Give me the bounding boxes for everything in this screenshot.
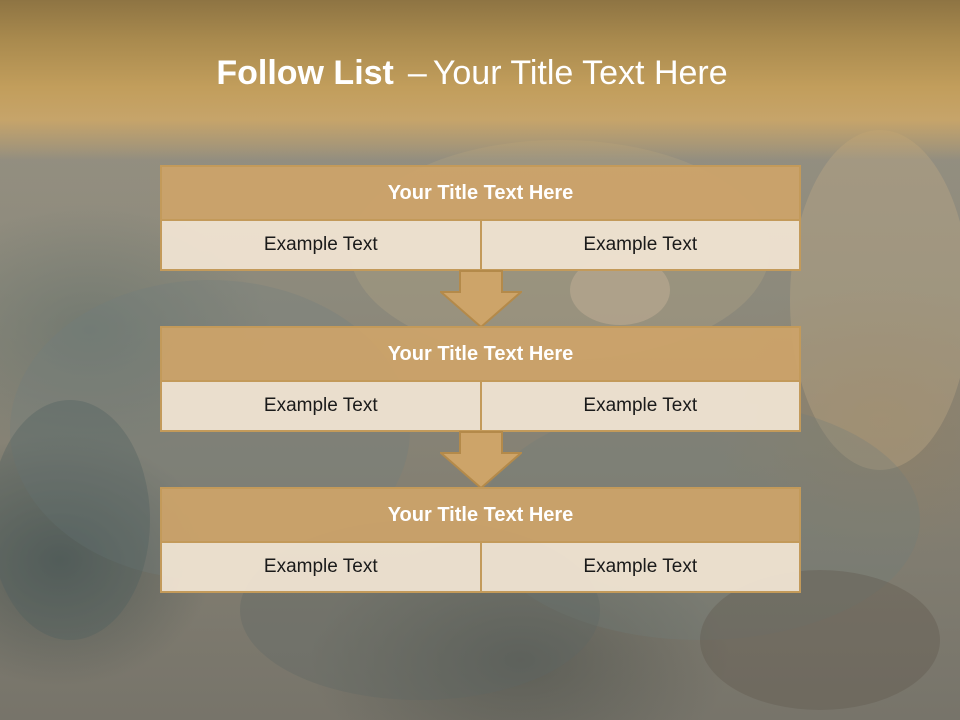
block-cell-left[interactable]: Example Text bbox=[263, 556, 378, 577]
follow-block-2: Your Title Text Here Example Text Exampl… bbox=[160, 326, 801, 432]
block-header[interactable]: Your Title Text Here bbox=[160, 165, 801, 221]
title-separator: – bbox=[407, 54, 427, 92]
block-cell-right[interactable]: Example Text bbox=[479, 382, 800, 430]
block-cell-right[interactable]: Example Text bbox=[479, 221, 800, 269]
block-row: Example Text Example Text bbox=[160, 221, 801, 271]
block-row: Example Text Example Text bbox=[160, 382, 801, 432]
follow-block-3: Your Title Text Here Example Text Exampl… bbox=[160, 487, 801, 593]
title-band bbox=[0, 0, 960, 160]
follow-block-1: Your Title Text Here Example Text Exampl… bbox=[160, 165, 801, 271]
block-row: Example Text Example Text bbox=[160, 543, 801, 593]
down-arrow-icon bbox=[440, 431, 522, 489]
slide-title: Follow List–Your Title Text Here bbox=[0, 54, 944, 93]
title-bold: Follow List bbox=[216, 54, 394, 92]
down-arrow-icon bbox=[440, 270, 522, 328]
block-header[interactable]: Your Title Text Here bbox=[160, 326, 801, 382]
block-cell-left[interactable]: Example Text bbox=[263, 234, 378, 255]
block-header[interactable]: Your Title Text Here bbox=[160, 487, 801, 543]
title-rest: Your Title Text Here bbox=[432, 54, 728, 92]
block-cell-left[interactable]: Example Text bbox=[263, 395, 378, 416]
block-cell-right[interactable]: Example Text bbox=[479, 543, 800, 591]
